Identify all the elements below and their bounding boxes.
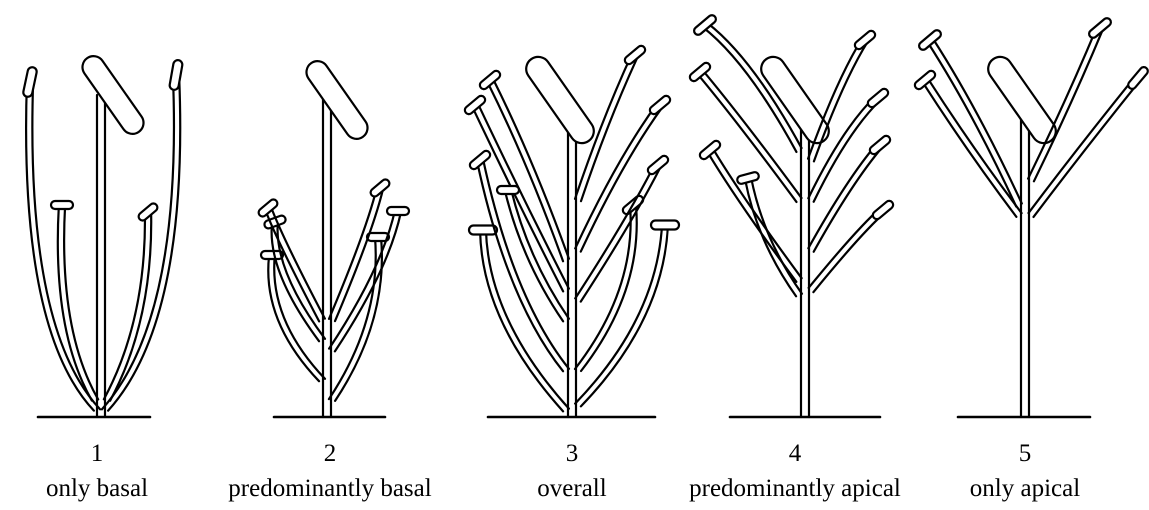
main-stem-5 [1021, 105, 1029, 417]
branch-3e [497, 186, 569, 321]
basal-branch-2b [263, 214, 325, 341]
main-stem-4 [801, 110, 809, 417]
main-stem-2 [323, 95, 331, 417]
basal-branch-2e-head [387, 207, 409, 215]
apical-shoot-1 [78, 52, 148, 138]
apical-shoot-4 [756, 52, 833, 148]
apical-shoot-3 [521, 52, 598, 148]
basal-branch-1a [22, 66, 100, 410]
panel-3-number: 3 [566, 440, 579, 467]
main-stem-1 [97, 95, 105, 417]
branch-5c-head [1127, 65, 1149, 90]
branch-5b [917, 29, 1021, 207]
basal-branch-1b-head [169, 59, 183, 90]
basal-branch-1c-head [51, 201, 73, 209]
plant-2 [257, 57, 409, 417]
panel-4-caption: predominantly apical [689, 475, 901, 502]
panel-1-caption: only basal [46, 475, 148, 502]
plant-4 [688, 14, 895, 417]
branch-3a [469, 226, 569, 412]
panel-2-caption: predominantly basal [228, 475, 431, 502]
branch-4e-head [871, 199, 895, 221]
basal-branch-1d [104, 202, 159, 401]
plant-5 [913, 17, 1149, 417]
branch-4d-head [692, 14, 717, 37]
branch-3b-head [468, 149, 492, 171]
panel-1-number: 1 [91, 440, 104, 467]
branch-4a-head [736, 171, 759, 184]
branch-4e [809, 199, 895, 292]
branch-3f-head [651, 221, 679, 230]
panel-4-number: 4 [789, 440, 802, 467]
apical-shoot-2 [302, 57, 372, 143]
basal-branch-2f-head [369, 178, 391, 198]
branch-4c-head [688, 61, 712, 83]
plant-3 [463, 44, 679, 417]
basal-branch-1a-head [22, 66, 37, 97]
branch-3f [575, 221, 679, 407]
panel-5-caption: only apical [970, 475, 1080, 502]
branch-3i-head [648, 94, 672, 116]
panel-2-number: 2 [324, 440, 337, 467]
panel-5-number: 5 [1019, 440, 1032, 467]
basal-branch-1d-head [137, 202, 159, 222]
plant-1 [22, 52, 183, 417]
panel-3-caption: overall [537, 475, 606, 502]
branch-4f-head [868, 134, 892, 156]
branch-4f [808, 134, 891, 252]
branch-3e-head [497, 186, 519, 194]
branch-4b [698, 139, 801, 282]
main-stem-3 [568, 115, 576, 417]
branch-4g-head [866, 87, 890, 109]
